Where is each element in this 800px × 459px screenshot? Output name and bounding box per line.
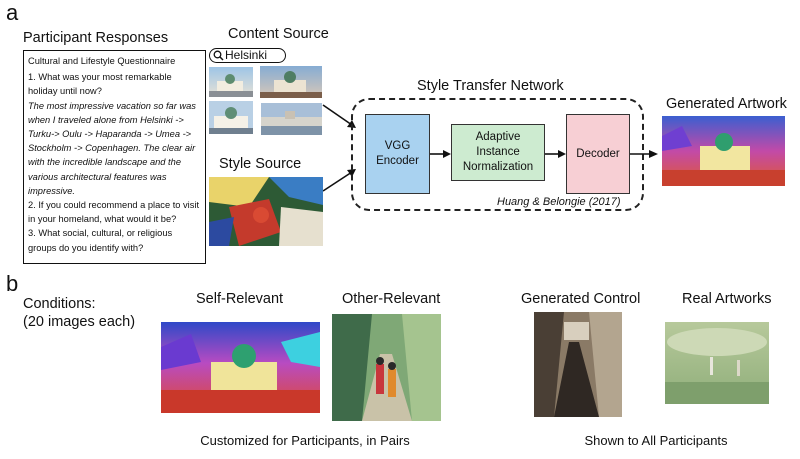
self-relevant-image	[161, 322, 320, 413]
network-title: Style Transfer Network	[417, 78, 564, 94]
caption-right: Shown to All Participants	[584, 433, 728, 448]
content-image-1	[209, 67, 253, 97]
source-arrows	[322, 104, 356, 192]
network-arrows	[430, 150, 658, 158]
search-icon	[213, 50, 224, 61]
participant-responses-title: Participant Responses	[23, 30, 169, 46]
content-image-2	[260, 66, 322, 98]
questionnaire-title: Cultural and Lifestyle Questionnaire	[28, 56, 176, 66]
answer-1: The most impressive vacation so far was …	[28, 100, 196, 196]
generated-artwork-title: Generated Artwork	[666, 96, 787, 112]
content-source-title: Content Source	[228, 26, 329, 42]
adain-block: Adaptive Instance Normalization	[451, 124, 545, 181]
real-artworks-label: Real Artworks	[682, 291, 772, 307]
real-artwork-image	[665, 322, 769, 404]
question-3: 3. What social, cultural, or religious g…	[28, 228, 173, 253]
self-relevant-label: Self-Relevant	[196, 291, 284, 307]
other-relevant-image	[332, 314, 441, 421]
question-1: 1. What was your most remarkable holiday…	[28, 72, 172, 97]
search-text: Helsinki	[225, 48, 268, 62]
vgg-encoder-block: VGG Encoder	[365, 114, 430, 194]
style-source-title: Style Source	[219, 156, 302, 172]
generated-control-label: Generated Control	[521, 291, 641, 307]
decoder-block: Decoder	[566, 114, 630, 194]
generated-control-image	[534, 312, 622, 417]
panel-b-letter: b	[6, 271, 19, 296]
citation: Huang & Belongie (2017)	[497, 196, 621, 208]
style-source-image	[209, 177, 323, 246]
caption-left: Customized for Participants, in Pairs	[200, 433, 410, 448]
question-2: 2. If you could recommend a place to vis…	[28, 200, 200, 225]
panel-a-letter: a	[6, 0, 19, 25]
search-box: Helsinki	[209, 48, 286, 63]
content-image-4	[261, 103, 322, 135]
questionnaire-box: Cultural and Lifestyle Questionnaire 1. …	[23, 50, 206, 264]
conditions-count: (20 images each)	[23, 314, 136, 330]
conditions-label: Conditions:	[23, 296, 96, 312]
generated-artwork-image	[662, 116, 785, 186]
other-relevant-label: Other-Relevant	[342, 291, 441, 307]
content-image-3	[209, 101, 253, 134]
